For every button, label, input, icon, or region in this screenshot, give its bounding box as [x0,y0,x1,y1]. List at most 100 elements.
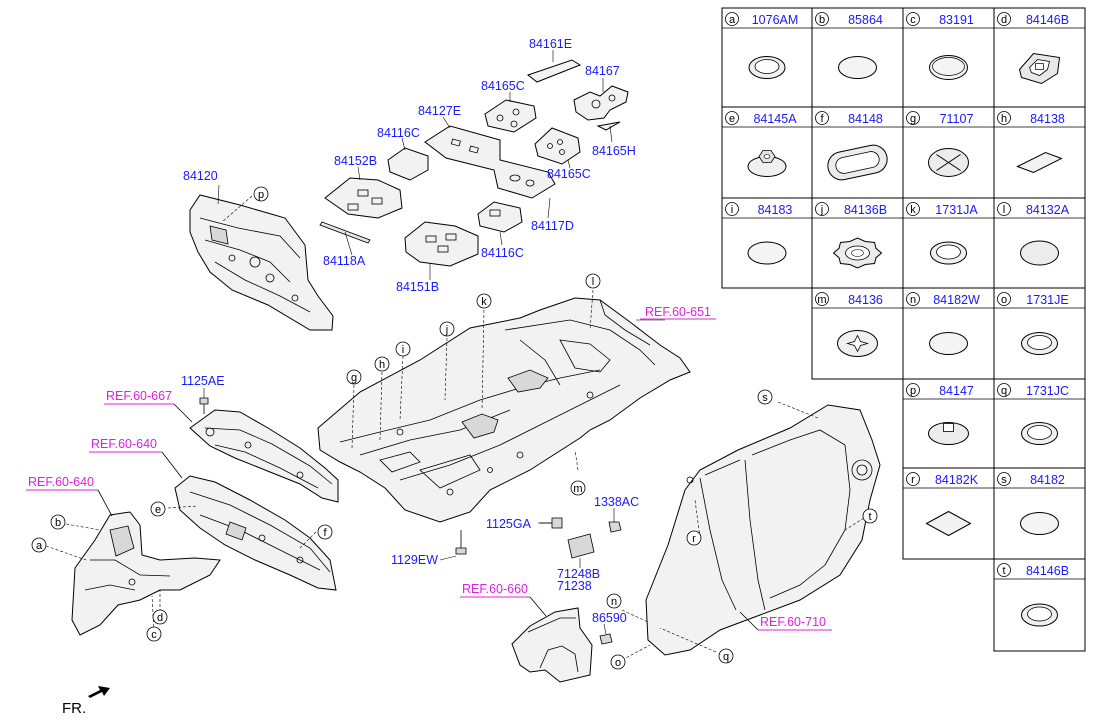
callout-d: d [152,609,168,625]
cell-letter: d [1001,14,1007,26]
cell-letter: k [910,204,916,216]
rect-pad-icon [1016,151,1063,174]
part-label-84118a: 84118A [323,254,366,268]
tab-plug-icon [928,422,969,445]
cell-part-code: 84182 [1030,473,1065,487]
callout-letter: a [36,540,43,552]
callout-letter: m [573,483,582,495]
cell-letter: j [820,204,823,216]
part-label-84167: 84167 [585,64,620,78]
ref-label-60-640-upper: REF.60-640 [91,437,157,451]
cell-part-code: 84146B [1026,13,1069,27]
cell-part-code: 84136 [848,293,883,307]
cell-letter: g [910,113,916,125]
front-fender [460,596,593,683]
dash-lower-panel [89,451,337,591]
cell-letter-badge: r [906,472,920,486]
cell-part-code: 84148 [848,112,883,126]
parts-table-cell-m: m 84136 [811,287,904,380]
grommet-ring-icon [1021,603,1058,627]
grommet-ring-icon [748,56,786,79]
dash-panel-84120 [189,184,334,331]
callout-letter: r [692,533,696,545]
ref-label-60-640-lower: REF.60-640 [28,475,94,489]
part-label-1125ga: 1125GA [486,517,532,531]
parts-table-cell-r: r 84182K [902,467,995,560]
cell-letter-badge: f [815,111,829,125]
cell-letter: t [1002,565,1005,577]
callout-h: h [374,356,390,372]
insulation-pads [319,50,629,280]
callout-letter: p [258,189,264,201]
cell-letter: c [910,14,916,26]
reference-labels: REF.60-651 REF.60-667 REF.60-640 REF.60-… [28,305,826,629]
parts-table-cell-t: t 84146B [993,558,1086,652]
cell-letter-badge: h [997,111,1011,125]
callout-e: e [150,501,166,517]
part-label-84165h: 84165H [592,144,636,158]
cell-letter: f [820,113,824,125]
cell-part-code: 84146B [1026,564,1069,578]
part-label-71248b: 71248B [557,567,600,581]
callout-letter: s [762,392,768,404]
body-side-panel [621,401,881,661]
ref-label-60-660: REF.60-660 [462,582,528,596]
part-label-86590: 86590 [592,611,627,625]
ref-label-60-710: REF.60-710 [760,615,826,629]
callout-letter: b [55,517,61,529]
round-pad-icon [838,56,877,79]
cell-part-code: 85864 [848,13,883,27]
part-label-84117d: 84117D [531,219,574,233]
cowl-panel [104,388,339,503]
cell-part-code: 84182K [935,473,979,487]
cell-letter: o [1001,294,1007,306]
ref-label-60-651: REF.60-651 [645,305,711,319]
callout-letter: h [379,359,385,371]
cell-letter-badge: o [997,292,1011,306]
part-label-84151b: 84151B [396,280,439,294]
part-label-1338ac: 1338AC [594,495,639,509]
cell-letter-badge: n [906,292,920,306]
callout-letter: l [592,276,594,288]
cell-letter-badge: l [997,202,1011,216]
cell-letter: e [729,113,735,125]
cell-letter-badge: e [725,111,739,125]
callout-letter: c [151,629,157,641]
cell-letter-badge: m [815,292,829,306]
direction-label: FR. [62,700,86,717]
bolts-brackets [439,508,622,645]
callout-letter: t [868,511,871,523]
cell-letter: l [1003,204,1005,216]
cell-letter: h [1001,113,1007,125]
dome-plug-icon [1020,240,1059,266]
callout-t: t [862,508,878,524]
callout-j: j [439,321,455,337]
cell-part-code: 1731JE [1026,293,1068,307]
cell-letter-badge: c [906,12,920,26]
callout-letter: g [351,372,357,384]
round-pad-icon [747,241,787,265]
parts-table-cell-d: d 84146B [993,7,1086,108]
callout-q: q [718,648,734,664]
cell-letter-badge: i [725,202,739,216]
cell-part-code: 71107 [940,112,974,126]
oval-grommet-icon [827,144,888,181]
part-label-84120: 84120 [183,169,218,183]
callout-s: s [757,389,773,405]
front-side-member [26,489,221,636]
callout-p: p [253,186,269,202]
part-label-84152b: 84152B [334,154,377,168]
round-pad-icon [929,332,968,355]
callout-k: k [476,293,492,309]
cell-letter: r [911,474,915,486]
